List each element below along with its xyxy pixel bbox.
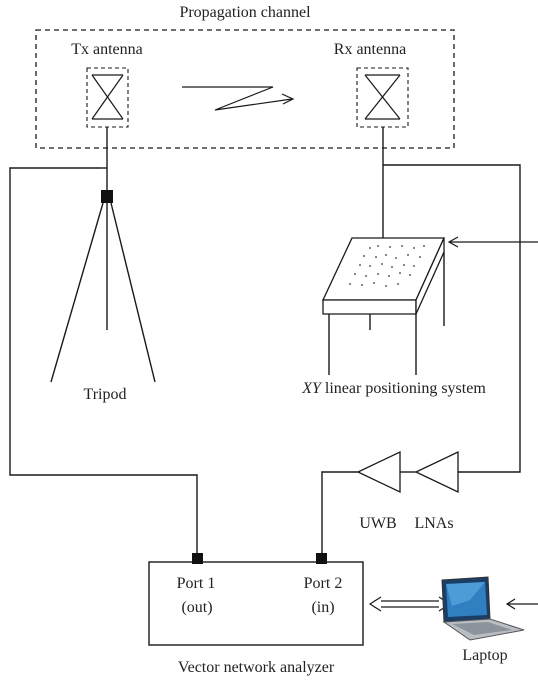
tx-antenna-label: Tx antenna — [71, 41, 143, 58]
propagation-channel-box — [35, 29, 455, 149]
rx-antenna-label: Rx antenna — [334, 41, 406, 58]
port1-label: Port 1 — [177, 575, 216, 592]
port1-direction: (out) — [181, 599, 212, 616]
lna-label: LNAs — [414, 515, 453, 532]
vna-box — [148, 561, 364, 646]
lna-amplifier-icon — [356, 450, 459, 494]
tripod-label: Tripod — [84, 386, 127, 403]
port1-connector — [192, 553, 203, 564]
rx-antenna-icon — [356, 67, 409, 128]
laptop-label: Laptop — [462, 647, 507, 664]
cable-lna-to-port2 — [321, 471, 358, 553]
wireless-link-arrow — [182, 86, 295, 111]
tx-antenna-icon — [86, 67, 129, 128]
vna-laptop-link-arrow — [368, 596, 452, 612]
uwb-label: UWB — [359, 515, 396, 532]
laptop-input-arrow — [505, 598, 538, 610]
positioner-label: XY linear positioning system — [301, 380, 486, 397]
cable-tx-to-port1 — [9, 167, 198, 553]
propagation-channel-title: Propagation channel — [179, 4, 311, 21]
tripod-icon — [50, 202, 156, 383]
port2-direction: (in) — [311, 599, 334, 616]
cable-rx-to-lna — [383, 164, 521, 473]
vna-label: Vector network analyzer — [178, 659, 335, 676]
port2-label: Port 2 — [304, 575, 343, 592]
laptop-icon — [441, 576, 525, 641]
positioner-control-arrow — [447, 236, 538, 248]
tripod-connector — [101, 190, 113, 203]
port2-connector — [316, 553, 327, 564]
xy-positioner-icon — [321, 237, 446, 375]
